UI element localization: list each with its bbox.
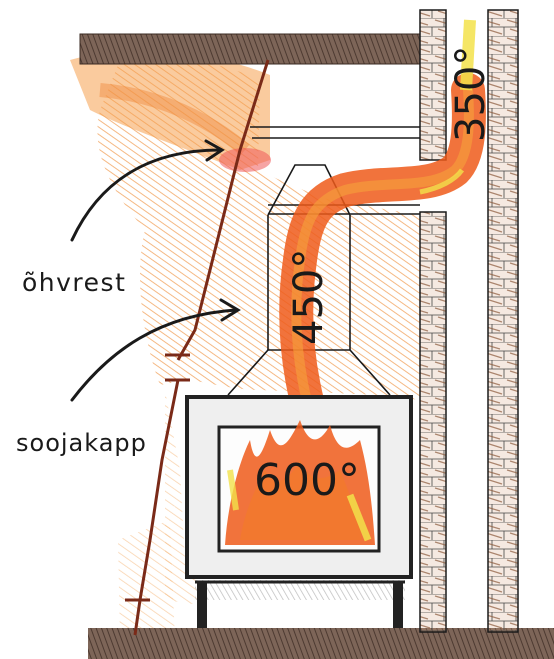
temp-chimney: 350°: [448, 46, 494, 142]
chimney-left-wall: [420, 10, 446, 632]
temp-firebox: 600°: [254, 455, 360, 506]
floor-slab: [88, 628, 554, 659]
temp-flue: 450°: [286, 249, 332, 345]
label-soojakapp: soojakapp: [16, 429, 147, 457]
label-ohvrest: õhvrest: [22, 268, 126, 297]
ceiling-beam: [80, 34, 420, 64]
